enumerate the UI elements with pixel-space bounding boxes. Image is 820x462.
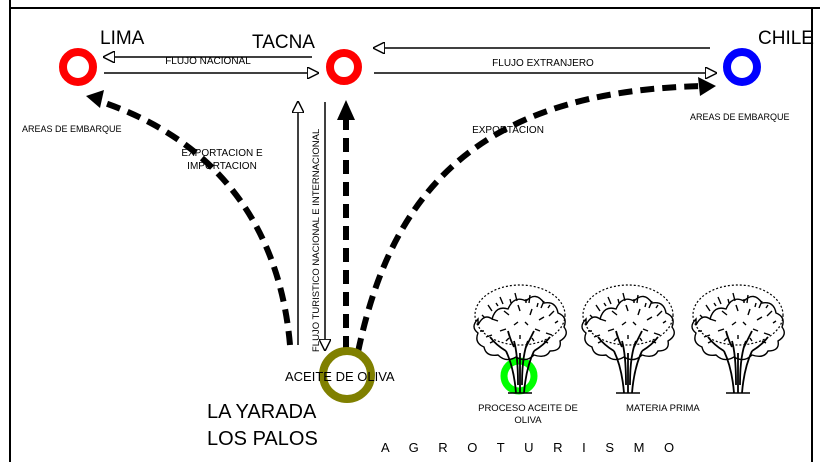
- areas-embarque-left: AREAS DE EMBARQUE: [22, 124, 122, 134]
- flujo-extranjero-label: FLUJO EXTRANJERO: [492, 58, 594, 69]
- agroturismo-label: A G R O T U R I S M O: [381, 440, 682, 455]
- chile-label: CHILE: [758, 28, 814, 49]
- tree-icon: [581, 284, 676, 394]
- tacna-node: [326, 49, 362, 85]
- flujo-turistico-arrows: [298, 102, 325, 350]
- lima-label: LIMA: [100, 28, 145, 49]
- location-line1: LA YARADA: [207, 401, 317, 423]
- location-line2: LOS PALOS: [207, 428, 318, 450]
- lima-node: [59, 48, 97, 86]
- tree-icon: [691, 284, 786, 394]
- materia-prima-label: MATERIA PRIMA: [626, 403, 700, 414]
- flow-to-lima: [95, 97, 293, 346]
- export-import-line1: EXPORTACION E: [181, 148, 263, 159]
- export-import-line2: IMPORTACION: [187, 161, 257, 172]
- flujo-extranjero-arrows: [374, 48, 716, 73]
- tacna-label: TACNA: [252, 32, 315, 53]
- tree-icon: [473, 284, 568, 394]
- proceso-node: [500, 357, 538, 395]
- flujo-nacional-arrows: [104, 57, 318, 73]
- dashed-flows: [95, 83, 707, 353]
- aceite-label: ACEITE DE OLIVA: [285, 369, 395, 384]
- proceso-label-line1: PROCESO ACEITE DE: [478, 403, 578, 414]
- flujo-turistico-label: FLUJO TURISTICO NACIONAL E INTERNACIONAL: [311, 129, 322, 352]
- arrowhead-tacna: [337, 100, 355, 120]
- exportacion-label: EXPORTACION: [472, 125, 544, 136]
- chile-node: [723, 48, 761, 86]
- areas-embarque-right: AREAS DE EMBARQUE: [690, 112, 790, 122]
- proceso-label-line2: OLIVA: [514, 415, 542, 426]
- arrowhead-chile: [698, 77, 716, 96]
- flujo-nacional-label: FLUJO NACIONAL: [165, 56, 251, 67]
- aceite-node: [319, 347, 375, 403]
- arrowhead-lima: [86, 90, 104, 108]
